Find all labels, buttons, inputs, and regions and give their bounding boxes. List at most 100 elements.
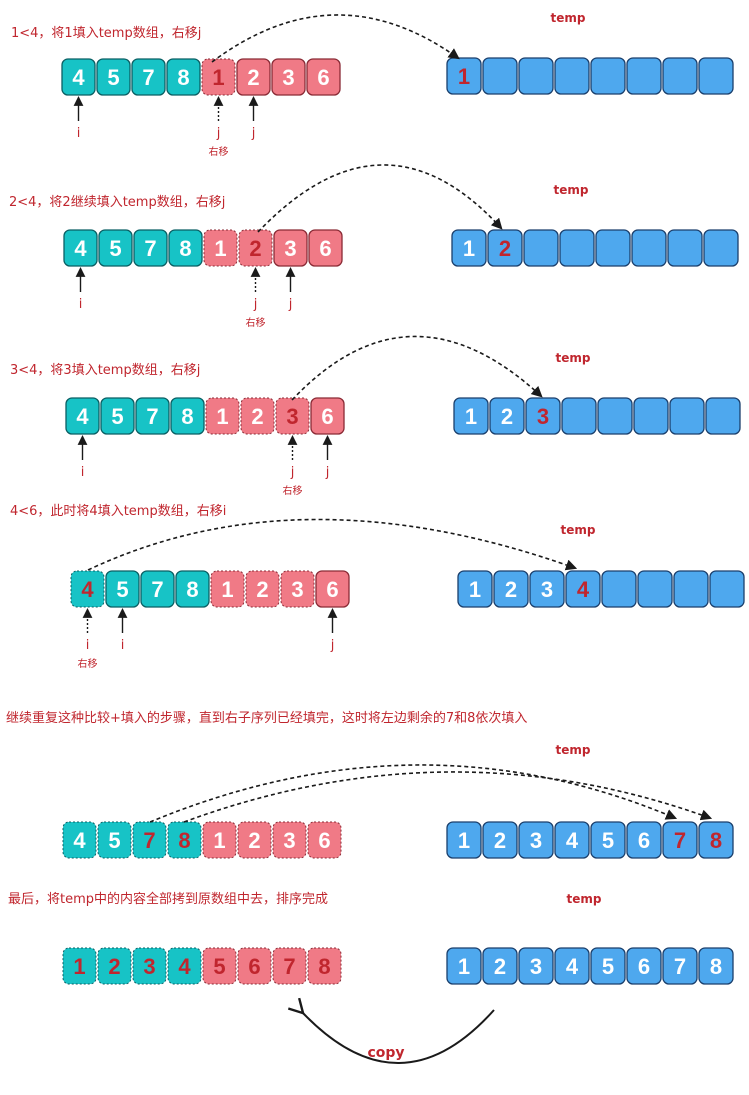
temp-cell [559, 229, 595, 267]
array-cell-box [62, 821, 97, 859]
array-cell-value: 4 [74, 236, 87, 261]
temp-cell-box [489, 397, 525, 435]
temp-cell-box [554, 57, 590, 95]
temp-cell [482, 57, 518, 95]
array-cell-box [167, 821, 202, 859]
temp-cell-box [457, 570, 493, 608]
array-cell: 6 [315, 570, 350, 608]
pointer-label: j [330, 638, 335, 653]
copy-arrow [287, 997, 495, 1064]
temp-cell: 8 [698, 821, 734, 859]
temp-cell [673, 570, 709, 608]
array-cell-value: 4 [81, 577, 94, 602]
array-cell-value: 3 [283, 828, 295, 853]
temp-cell-box [705, 397, 741, 435]
array-cell-value: 8 [181, 404, 193, 429]
move-arrow [211, 14, 460, 63]
array-cell-value: 5 [116, 577, 128, 602]
temp-cell-box [595, 229, 631, 267]
array-cell-value: 6 [248, 954, 260, 979]
temp-cell-box [523, 229, 559, 267]
array-cell: 8 [175, 570, 210, 608]
array-cell-value: 8 [178, 828, 190, 853]
temp-cell-box [561, 397, 597, 435]
temp-cell-value: 6 [638, 828, 650, 853]
array-cell-value: 6 [321, 404, 333, 429]
temp-cell: 6 [626, 947, 662, 985]
array-cell: 5 [202, 947, 237, 985]
pointer-label: j [251, 126, 256, 141]
temp-cell: 1 [446, 821, 482, 859]
temp-cell-box [698, 947, 734, 985]
temp-cell: 3 [525, 397, 561, 435]
temp-label: temp [556, 351, 591, 365]
pointer-sub-label: 右移 [78, 657, 98, 670]
array-cell: 5 [105, 570, 140, 608]
array-cell-value: 2 [251, 404, 263, 429]
array-cell-box [237, 821, 272, 859]
array-cell-box [97, 947, 132, 985]
array-cell: 7 [135, 397, 170, 435]
temp-cell-value: 2 [499, 236, 511, 261]
temp-cell: 8 [698, 947, 734, 985]
array-cell-value: 5 [109, 236, 121, 261]
temp-cell: 4 [554, 947, 590, 985]
array-cell-value: 6 [326, 577, 338, 602]
array-cell-box [273, 229, 308, 267]
pointer-j: j右移 [283, 435, 303, 497]
array-cell: 1 [205, 397, 240, 435]
temp-cell-box [487, 229, 523, 267]
array-cell-box [310, 397, 345, 435]
temp-cell: 4 [565, 570, 601, 608]
array-cell: 4 [61, 58, 96, 96]
temp-label: temp [556, 743, 591, 757]
array-cell: 7 [132, 821, 167, 859]
copy-label: copy [367, 1045, 404, 1061]
temp-cell-box [482, 821, 518, 859]
array-cell: 8 [168, 229, 203, 267]
temp-cell: 3 [529, 570, 565, 608]
temp-cell-value: 8 [710, 828, 722, 853]
array-cell-box [307, 947, 342, 985]
pointer-sub-label: 右移 [246, 316, 266, 329]
temp-cell-box [590, 57, 626, 95]
temp-cell-box [633, 397, 669, 435]
temp-cell [554, 57, 590, 95]
temp-cell-value: 7 [674, 954, 686, 979]
array-cell-box [308, 229, 343, 267]
temp-cell [523, 229, 559, 267]
array-cell-value: 1 [214, 236, 226, 261]
array-cell-box [63, 229, 98, 267]
temp-cell-box [662, 821, 698, 859]
move-arrow-8 [183, 771, 713, 823]
temp-cell-box [493, 570, 529, 608]
pointer-label: i [81, 465, 85, 480]
array-cell-box [210, 570, 245, 608]
temp-cell-box [590, 821, 626, 859]
array-cell: 5 [98, 229, 133, 267]
array-cell-box [306, 58, 341, 96]
array-cell-box [240, 397, 275, 435]
array-cell-box [98, 229, 133, 267]
array-cell-value: 1 [216, 404, 228, 429]
temp-cell-value: 3 [530, 954, 542, 979]
temp-cell: 2 [493, 570, 529, 608]
temp-cell-box [637, 570, 673, 608]
array-cell-box [202, 947, 237, 985]
temp-cell [590, 57, 626, 95]
array-cell-box [205, 397, 240, 435]
temp-label: temp [551, 11, 586, 25]
array-cell: 7 [140, 570, 175, 608]
array-cell-box [175, 570, 210, 608]
array-cell: 8 [307, 947, 342, 985]
array-cell: 6 [237, 947, 272, 985]
temp-cell [705, 397, 741, 435]
temp-cell: 1 [453, 397, 489, 435]
